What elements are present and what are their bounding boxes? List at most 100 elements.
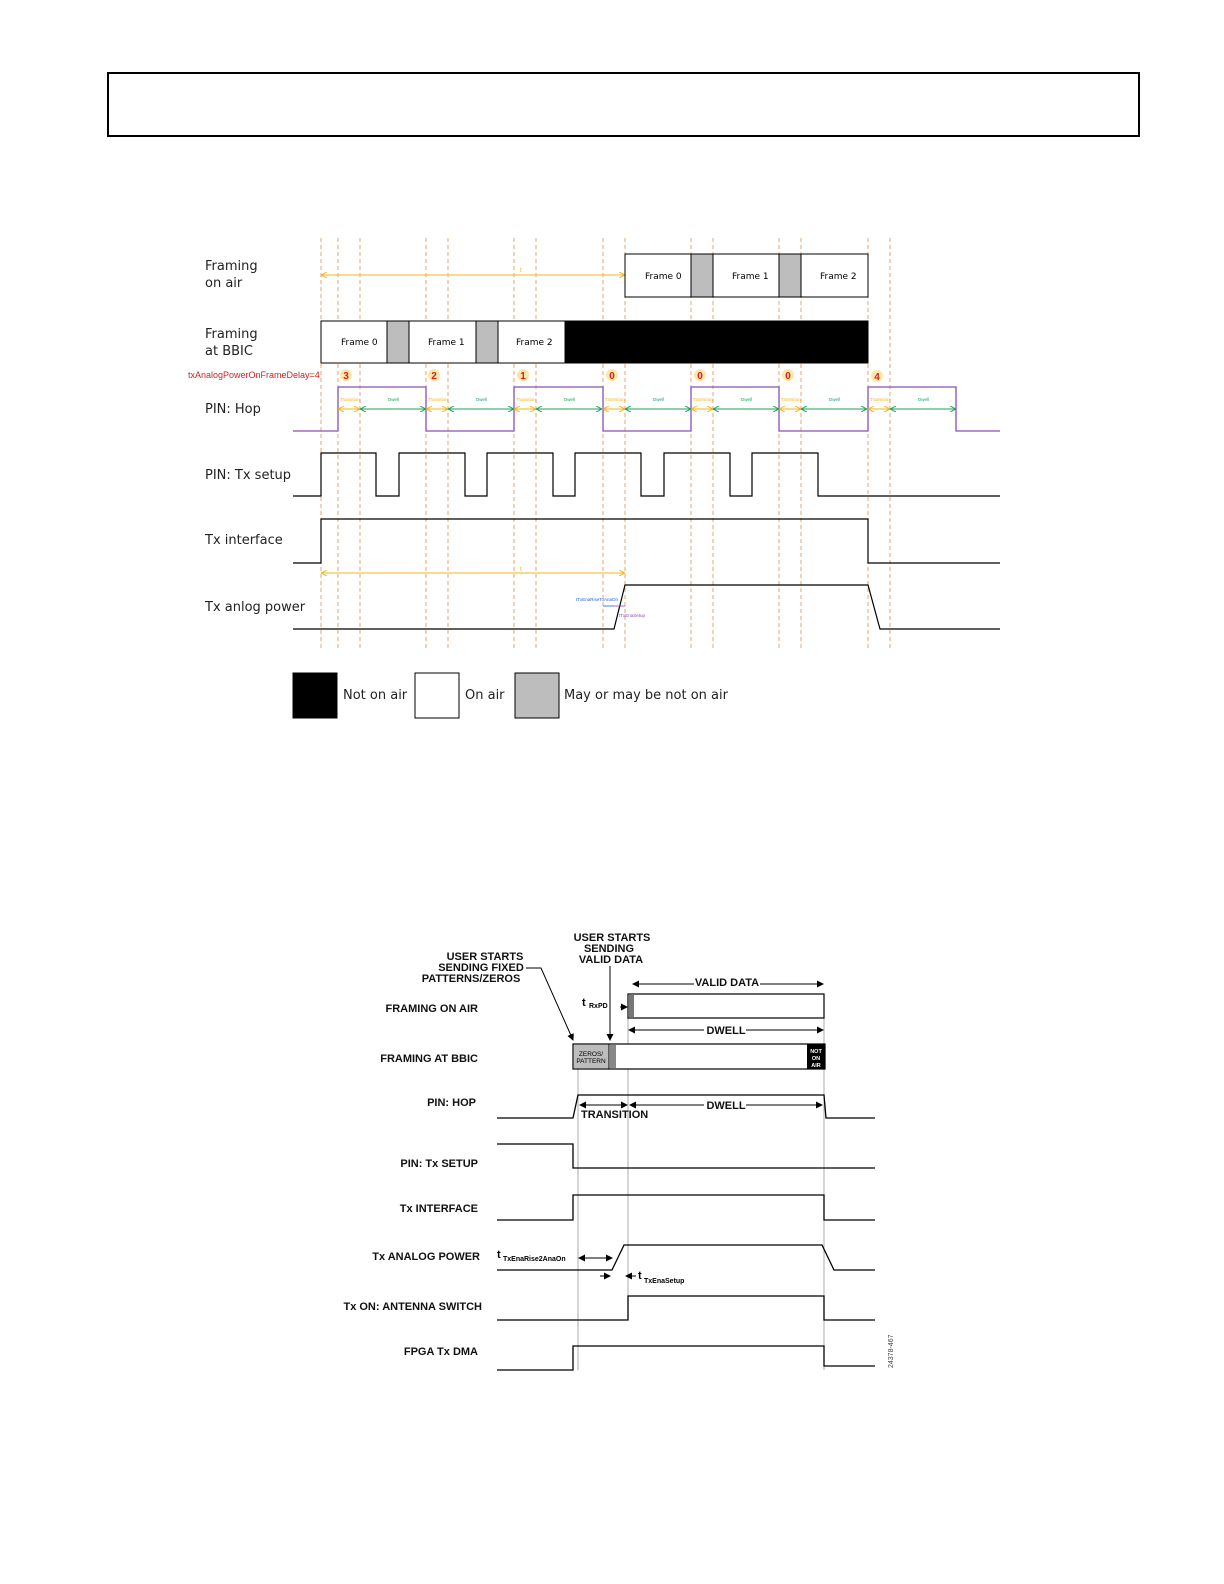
delay-count-4: 0 <box>697 371 703 382</box>
label-framing-bbic-1: Framing <box>205 327 258 342</box>
delay-count-5: 0 <box>785 371 791 382</box>
annot-fixed-2: SENDING FIXED <box>438 962 524 974</box>
d2-framing-on-air-bar <box>627 993 825 1019</box>
d2-fpga-tx-dma-waveform <box>497 1345 875 1371</box>
bbic-frame-1: Frame 1 <box>428 338 465 348</box>
t-rise-main: t <box>497 1249 501 1261</box>
dwell-hop-label: DWELL <box>706 1100 745 1112</box>
legend-swatch-on-air <box>414 672 460 719</box>
d2-label-pin-tx-setup: PIN: Tx SETUP <box>400 1158 478 1170</box>
framing-at-bbic-row: Frame 0 Frame 1 Frame 2 <box>320 320 869 364</box>
annot-valid-1: USER STARTS <box>574 932 651 944</box>
dwell-label-5: Dwell <box>829 397 840 402</box>
dwell-label-0: Dwell <box>388 397 399 402</box>
zeros-pattern-block <box>572 1043 610 1070</box>
legend-maybe: May or may be not on air <box>564 688 729 703</box>
d2-label-framing-on-air: FRAMING ON AIR <box>386 1003 479 1015</box>
dwell-top-label: DWELL <box>706 1025 745 1037</box>
transition-label: TRANSITION <box>581 1109 648 1121</box>
transition-label-3: Transition <box>605 397 625 402</box>
t-rise-sub: TxEnaRise2AnaOn <box>503 1256 566 1263</box>
header-box <box>107 72 1140 137</box>
d2-label-tx-on-antenna: Tx ON: ANTENNA SWITCH <box>343 1301 482 1313</box>
d2-pin-hop-waveform <box>497 1094 875 1119</box>
d2-bbic-gap <box>610 1045 616 1068</box>
label-framing-bbic-2: at BBIC <box>205 344 253 359</box>
label-tx-analog-power: Tx anlog power <box>204 600 306 615</box>
t-setup-main: t <box>638 1270 642 1282</box>
tx-analog-power-waveform <box>293 584 1000 630</box>
bbic-frame-2: Frame 2 <box>516 338 553 348</box>
label-pin-tx-setup: PIN: Tx setup <box>205 468 291 483</box>
t-setup-sub: TxEnaSetup <box>644 1278 684 1285</box>
not-on-air-label-2: ON <box>812 1056 820 1062</box>
d2-label-framing-bbic: FRAMING AT BBIC <box>380 1053 478 1065</box>
zeros-label-1: ZEROS/ <box>579 1051 603 1058</box>
annot-valid-3: VALID DATA <box>579 954 643 966</box>
guide-lines <box>320 238 891 650</box>
dwell-label-3: Dwell <box>653 397 664 402</box>
transition-label-6: Transition <box>870 397 890 402</box>
bbic-frame-0: Frame 0 <box>341 338 378 348</box>
d2-guides <box>577 995 825 1370</box>
d2-label-tx-interface: Tx INTERFACE <box>400 1203 478 1215</box>
not-on-air-label-3: AIR <box>811 1063 821 1069</box>
annot-fixed-1: USER STARTS <box>447 951 524 963</box>
d2-tx-on-antenna-waveform <box>497 1295 875 1321</box>
on-air-delay-label: t <box>520 268 522 274</box>
dwell-label-1: Dwell <box>476 397 487 402</box>
air-frame-2: Frame 2 <box>820 272 857 282</box>
transition-label-5: Transition <box>781 397 801 402</box>
annot-fixed-patterns: USER STARTS SENDING FIXED PATTERNS/ZEROS <box>422 951 524 985</box>
timing-diagram-1: Framing on air Framing at BBIC txAnalogP… <box>188 238 1000 719</box>
pin-tx-setup-waveform <box>293 452 1000 497</box>
framing-on-air-row: Frame 0 Frame 1 Frame 2 <box>624 253 869 298</box>
annot-valid-data: USER STARTS SENDING VALID DATA <box>574 932 651 966</box>
delay-param-label: txAnalogPowerOnFrameDelay=4 <box>188 370 320 380</box>
transition-label-2: Transition <box>516 397 536 402</box>
legend-swatch-maybe <box>514 672 560 719</box>
delay-count-2: 1 <box>520 371 526 382</box>
tx-interface-waveform <box>293 518 1000 564</box>
tiny-label-rise: tTxEnaRiseToAnaOn <box>576 597 619 602</box>
transition-label-1: Transition <box>428 397 448 402</box>
label-framing-on-air-1: Framing <box>205 259 258 274</box>
annot-fixed-pointer <box>526 967 574 1041</box>
not-on-air-block <box>807 1044 825 1069</box>
label-framing-on-air-2: on air <box>205 276 243 291</box>
transition-label-0: Transition <box>340 397 360 402</box>
d2-tx-analog-power-waveform <box>497 1244 875 1271</box>
t-rxpd-main: t <box>582 997 586 1009</box>
annot-valid-2: SENDING <box>584 943 634 955</box>
d2-label-pin-hop: PIN: HOP <box>427 1097 476 1109</box>
d2-framing-on-air-gap <box>629 995 634 1017</box>
not-on-air-label-1: NOT <box>810 1049 822 1055</box>
delay-count-1: 2 <box>431 371 437 382</box>
transition-label-4: Transition <box>693 397 713 402</box>
delay-count-3: 0 <box>609 371 615 382</box>
label-tx-interface: Tx interface <box>204 533 283 548</box>
figure-id: 24378-467 <box>888 1334 895 1368</box>
legend: Not on air On air May or may be not on a… <box>292 672 729 719</box>
legend-not-on-air: Not on air <box>343 688 408 703</box>
air-frame-0: Frame 0 <box>645 272 682 282</box>
analog-delay-label: t <box>520 567 522 573</box>
d2-tx-interface-waveform <box>497 1194 875 1221</box>
label-pin-hop: PIN: Hop <box>205 402 261 417</box>
d2-framing-bbic-bar <box>572 1043 826 1070</box>
annot-fixed-3: PATTERNS/ZEROS <box>422 973 521 985</box>
d2-label-fpga-tx-dma: FPGA Tx DMA <box>404 1346 478 1358</box>
hop-arrows: Transition Dwell Transition Dwell Transition… <box>339 397 955 409</box>
delay-counts: 3 2 1 0 0 0 4 <box>340 369 883 383</box>
dwell-label-6: Dwell <box>918 397 929 402</box>
t-rxpd-sub: RxPD <box>589 1003 608 1010</box>
legend-swatch-not-on-air <box>292 672 338 719</box>
pin-hop-waveform <box>293 386 1000 432</box>
tiny-label-setup: tTxEnaSetup <box>619 613 646 618</box>
air-frame-1: Frame 1 <box>732 272 769 282</box>
d2-label-tx-analog-power: Tx ANALOG POWER <box>372 1251 480 1263</box>
delay-count-0: 3 <box>343 371 349 382</box>
dwell-label-4: Dwell <box>741 397 752 402</box>
zeros-label-2: PATTERN <box>576 1058 606 1065</box>
dwell-label-2: Dwell <box>564 397 575 402</box>
